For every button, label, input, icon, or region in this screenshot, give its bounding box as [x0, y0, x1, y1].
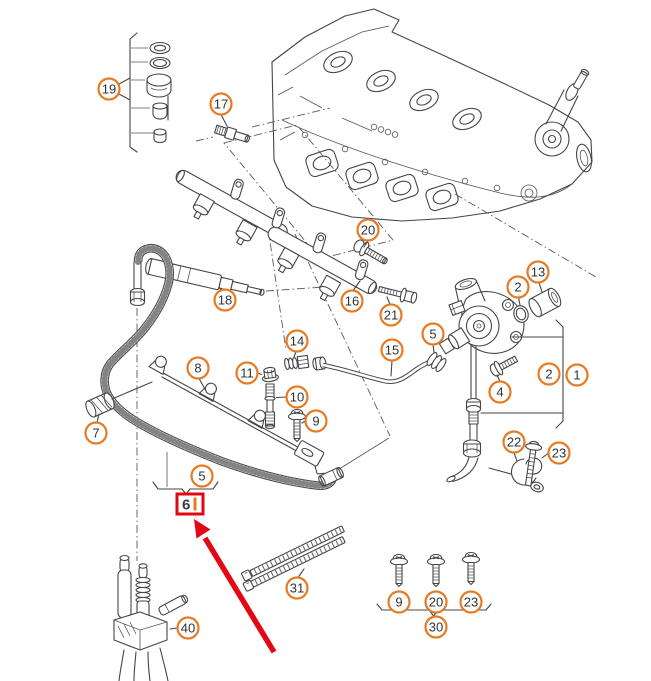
callout-22[interactable]: 22 [502, 430, 526, 454]
callout-2[interactable]: 2 [537, 362, 561, 386]
svg-text:8: 8 [194, 361, 201, 376]
callout-4[interactable]: 4 [488, 380, 512, 404]
svg-text:18: 18 [218, 293, 232, 308]
red-pointer-arrow [194, 519, 277, 654]
svg-text:7: 7 [92, 426, 99, 441]
pump-assembly-1 [426, 277, 564, 483]
callout-20[interactable]: 20 [424, 590, 448, 614]
callout-8[interactable]: 8 [186, 356, 210, 380]
svg-text:9: 9 [312, 414, 319, 429]
text-cursor [193, 497, 197, 511]
svg-text:22: 22 [507, 435, 521, 450]
svg-text:2: 2 [514, 280, 521, 295]
part-4-screw [489, 355, 519, 383]
svg-text:17: 17 [214, 97, 228, 112]
svg-text:5: 5 [429, 327, 436, 342]
cylinder-head-drawing [271, 8, 593, 222]
part-2-oring [513, 296, 529, 323]
svg-text:20: 20 [429, 595, 443, 610]
svg-text:21: 21 [384, 308, 398, 323]
part-31-strips [241, 525, 346, 592]
svg-text:40: 40 [181, 621, 195, 636]
callout-9[interactable]: 9 [304, 409, 328, 433]
svg-text:31: 31 [290, 581, 304, 596]
callout-5[interactable]: 5 [421, 322, 445, 346]
callout-17[interactable]: 17 [209, 92, 233, 116]
part-9-screw-mid [287, 408, 307, 443]
svg-text:9: 9 [395, 595, 402, 610]
part-20-screw [353, 239, 388, 265]
callout-9[interactable]: 9 [387, 590, 411, 614]
callout-2[interactable]: 2 [506, 275, 530, 299]
highlighted-callout-6[interactable]: 6 [175, 492, 205, 516]
callout-19[interactable]: 19 [97, 77, 121, 101]
part-22-clamp [488, 451, 544, 493]
callout-20[interactable]: 20 [356, 218, 380, 242]
svg-text:16: 16 [345, 294, 359, 309]
callout-5[interactable]: 5 [190, 464, 214, 488]
part-10-stud [264, 383, 288, 430]
part-15-pipe [322, 357, 435, 385]
callout-10[interactable]: 10 [285, 385, 309, 409]
svg-text:23: 23 [464, 595, 478, 610]
svg-text:1: 1 [573, 368, 580, 383]
callout-23[interactable]: 23 [547, 441, 571, 465]
low-pressure-hose [100, 243, 344, 490]
svg-text:10: 10 [290, 390, 304, 405]
svg-text:5: 5 [198, 469, 205, 484]
svg-text:23: 23 [552, 446, 566, 461]
svg-text:19: 19 [102, 82, 116, 97]
svg-text:30: 30 [429, 620, 443, 635]
part-7-grommet [85, 381, 153, 424]
part-14-fitting [284, 350, 327, 371]
svg-text:20: 20 [361, 223, 375, 238]
part-5-seal [426, 343, 447, 372]
head-mounted-pump [534, 68, 592, 173]
callout-18[interactable]: 18 [213, 288, 237, 312]
part-19-seal-kit [118, 32, 172, 153]
callout-13[interactable]: 13 [526, 260, 550, 284]
part-23-screw [525, 440, 550, 487]
svg-text:15: 15 [385, 343, 399, 358]
fuel-rail-16 [175, 169, 378, 302]
svg-text:13: 13 [531, 265, 545, 280]
svg-text:4: 4 [496, 385, 503, 400]
svg-text:2: 2 [545, 367, 552, 382]
callout-1[interactable]: 1 [565, 363, 589, 387]
callout-40[interactable]: 40 [176, 616, 200, 640]
part-21-bolt [377, 286, 418, 306]
construction-lines [136, 107, 597, 561]
callout-14[interactable]: 14 [285, 329, 309, 353]
callout-15[interactable]: 15 [380, 338, 404, 362]
callout-21[interactable]: 21 [379, 303, 403, 327]
part-40-fuel-lines [113, 554, 189, 681]
part-11-nut [256, 366, 279, 383]
callout-30[interactable]: 30 [424, 615, 448, 639]
part-8-bracket [148, 355, 325, 475]
part-13-bushing [528, 281, 562, 318]
highlighted-callout-label: 6 [182, 497, 190, 514]
callout-16[interactable]: 16 [340, 289, 364, 313]
part-17-bolt [214, 113, 251, 143]
callout-31[interactable]: 31 [285, 576, 309, 600]
callout-23[interactable]: 23 [459, 590, 483, 614]
svg-text:11: 11 [240, 366, 254, 381]
callout-7[interactable]: 7 [84, 421, 108, 445]
svg-text:14: 14 [290, 334, 304, 349]
callout-11[interactable]: 11 [235, 361, 259, 385]
